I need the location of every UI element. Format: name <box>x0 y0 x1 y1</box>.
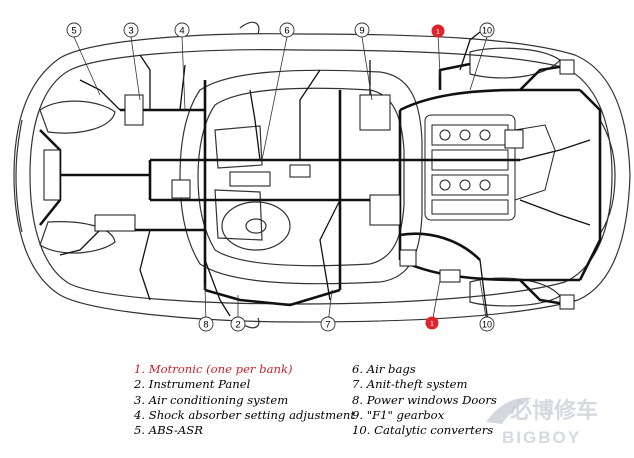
svg-text:6: 6 <box>284 26 289 37</box>
callout-4: 4 <box>174 22 190 38</box>
svg-text:5: 5 <box>71 26 76 37</box>
svg-text:3: 3 <box>128 26 133 37</box>
bigboy-watermark-logo: 必博修车 BIGBOY <box>480 388 630 448</box>
callout-7: 7 <box>320 316 336 332</box>
svg-text:必博修车: 必博修车 <box>510 398 598 423</box>
callout-5: 5 <box>66 22 82 38</box>
callout-10-bottom: 10 <box>479 316 495 332</box>
svg-text:10: 10 <box>482 320 492 330</box>
callout-3: 3 <box>123 22 139 38</box>
callout-6: 6 <box>279 22 295 38</box>
callout-9: 9 <box>354 22 370 38</box>
legend-item-4: 4. Shock absorber setting adjustment <box>134 407 356 422</box>
callout-1-bottom: 1 <box>425 316 439 330</box>
svg-text:1: 1 <box>436 29 440 36</box>
svg-text:4: 4 <box>179 26 184 37</box>
legend-item-2: 2. Instrument Panel <box>134 377 251 392</box>
svg-text:BIGBOY: BIGBOY <box>502 428 581 447</box>
connector-modules <box>43 59 575 310</box>
wiring-harness <box>38 62 602 307</box>
legend-item-6: 6. Air bags <box>352 362 416 376</box>
legend-item-5: 5. ABS-ASR <box>134 423 203 438</box>
svg-text:9: 9 <box>359 26 364 37</box>
svg-text:2: 2 <box>235 320 240 331</box>
branch-wires <box>59 31 591 323</box>
legend-right-column: 6. Air bags 7. Anit-theft system 8. Powe… <box>352 362 497 438</box>
callout-8: 8 <box>198 316 214 332</box>
callout-1-top: 1 <box>431 24 445 38</box>
svg-text:8: 8 <box>203 320 208 331</box>
legend-left-column: 1. Motronic (one per bank) 2. Instrument… <box>134 362 355 438</box>
legend-item-9: 9. "F1" gearbox <box>352 407 445 422</box>
callout-leaders <box>73 32 488 325</box>
legend-item-10: 10. Catalytic converters <box>352 423 494 438</box>
legend-item-3: 3. Air conditioning system <box>134 392 289 407</box>
svg-text:10: 10 <box>482 26 492 36</box>
legend-item-7: 7. Anit-theft system <box>352 377 468 392</box>
engine-block <box>424 114 556 221</box>
callout-10-top: 10 <box>479 22 495 38</box>
svg-text:7: 7 <box>325 320 330 331</box>
legend-item-8: 8. Power windows Doors <box>352 392 497 407</box>
svg-text:1: 1 <box>430 321 434 328</box>
legend-item-1: 1. Motronic (one per bank) <box>134 362 293 376</box>
callout-2: 2 <box>230 316 246 332</box>
